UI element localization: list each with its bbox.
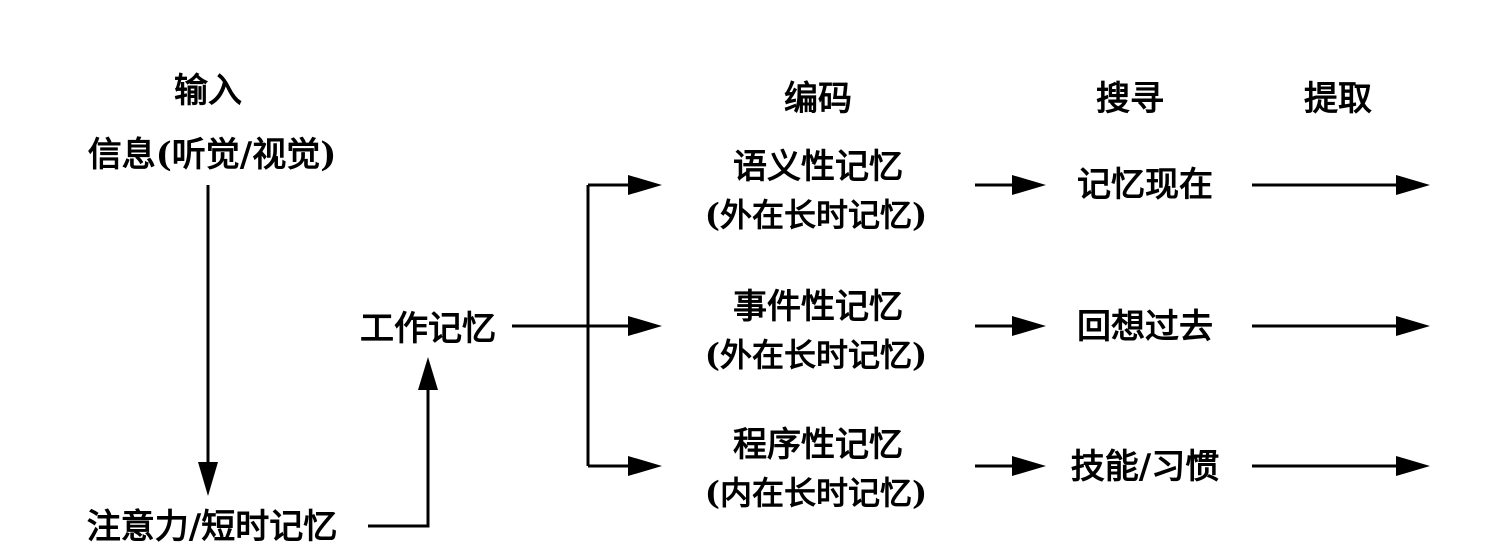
header-retrieve: 提取 — [1304, 79, 1372, 119]
node-semantic-line2: (外在长时记忆) — [705, 196, 927, 234]
arrowhead-semantic-outcome — [1012, 175, 1046, 195]
arrowhead-right-episodic — [628, 316, 662, 336]
node-attention: 注意力/短时记忆 — [87, 507, 337, 547]
arrowhead-down — [198, 462, 218, 496]
node-procedural-line1: 程序性记忆 — [733, 425, 903, 465]
arrowhead-procedural-outcome — [1012, 456, 1046, 476]
arrowhead-retrieve-semantic — [1396, 175, 1430, 195]
header-search: 搜寻 — [1096, 79, 1164, 119]
arrowhead-retrieve-episodic — [1396, 316, 1430, 336]
arrowhead-retrieve-procedural — [1396, 456, 1430, 476]
outcome-procedural: 技能/习惯 — [1071, 447, 1219, 487]
node-procedural-line2: (内在长时记忆) — [705, 474, 927, 512]
node-episodic-line1: 事件性记忆 — [733, 287, 903, 327]
node-episodic-line2: (外在长时记忆) — [705, 336, 927, 374]
arrow-attention-to-working — [368, 386, 430, 528]
node-semantic-line1: 语义性记忆 — [733, 147, 903, 187]
arrowhead-right-procedural — [628, 456, 662, 476]
arrowhead-episodic-outcome — [1012, 316, 1046, 336]
arrowhead-up — [418, 357, 438, 390]
outcome-semantic: 记忆现在 — [1077, 165, 1213, 205]
arrowhead-right-semantic — [628, 175, 662, 195]
header-encode: 编码 — [784, 79, 852, 119]
node-working-memory: 工作记忆 — [360, 309, 496, 349]
node-info: 信息(听觉/视觉) — [88, 135, 337, 175]
outcome-episodic: 回想过去 — [1077, 307, 1213, 347]
header-input: 输入 — [174, 71, 242, 111]
